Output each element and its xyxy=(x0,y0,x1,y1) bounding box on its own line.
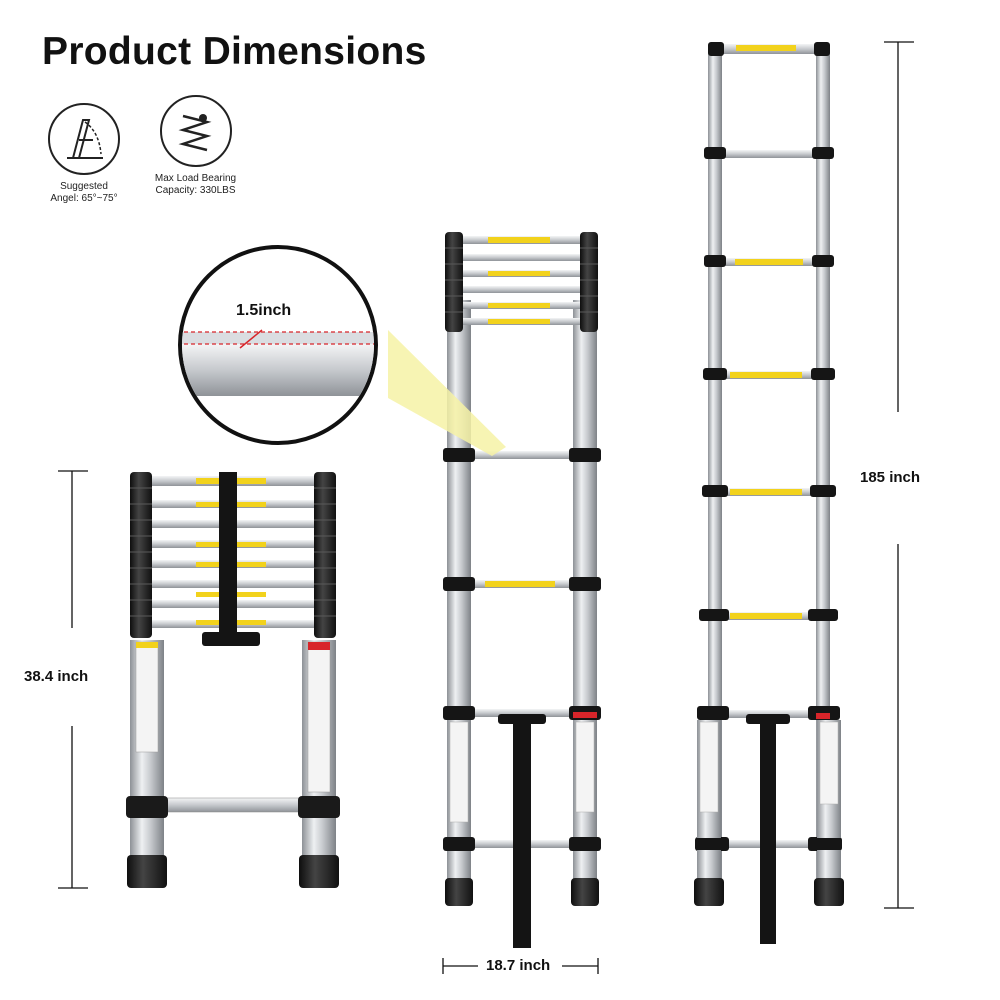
folded-strap xyxy=(219,472,237,640)
partially-extended-ladder xyxy=(443,232,601,948)
folded-height-label: 38.4 inch xyxy=(24,668,89,685)
folded-bottom-rung xyxy=(163,797,303,813)
folded-right-foot xyxy=(299,855,339,888)
feature-angle-line1: Suggested xyxy=(60,181,108,192)
ladder-angle-icon xyxy=(48,103,120,175)
tube-width-callout xyxy=(178,245,506,456)
extended-left-foot xyxy=(694,878,724,906)
load-bearing-icon xyxy=(159,95,232,167)
extended-ladder xyxy=(694,42,844,944)
middle-rung xyxy=(468,451,576,459)
page-title: Product Dimensions xyxy=(42,30,427,73)
feature-load-line2: Capacity: 330LBS xyxy=(155,185,236,196)
middle-right-foot xyxy=(571,878,599,906)
tube-width-label: 1.5inch xyxy=(236,302,292,319)
extended-strap xyxy=(760,716,776,944)
extended-height-label: 185 inch xyxy=(860,469,921,486)
folded-warning-label xyxy=(135,641,159,753)
middle-strap xyxy=(513,716,531,948)
feature-suggested-angle: Suggested Angel: 65°~75° xyxy=(38,103,130,205)
width-label: 18.7 inch xyxy=(486,957,551,974)
feature-max-load: Max Load Bearing Capacity: 330LBS xyxy=(143,95,248,197)
feature-load-line1: Max Load Bearing xyxy=(154,173,237,184)
extended-right-foot xyxy=(814,878,844,906)
folded-left-foot xyxy=(127,855,167,888)
folded-ladder xyxy=(126,472,340,888)
folded-pictogram-label xyxy=(307,641,331,793)
middle-left-foot xyxy=(445,878,473,906)
dimension-lines xyxy=(58,41,914,974)
feature-angle-line2: Angel: 65°~75° xyxy=(50,193,118,204)
middle-rung xyxy=(468,709,576,717)
